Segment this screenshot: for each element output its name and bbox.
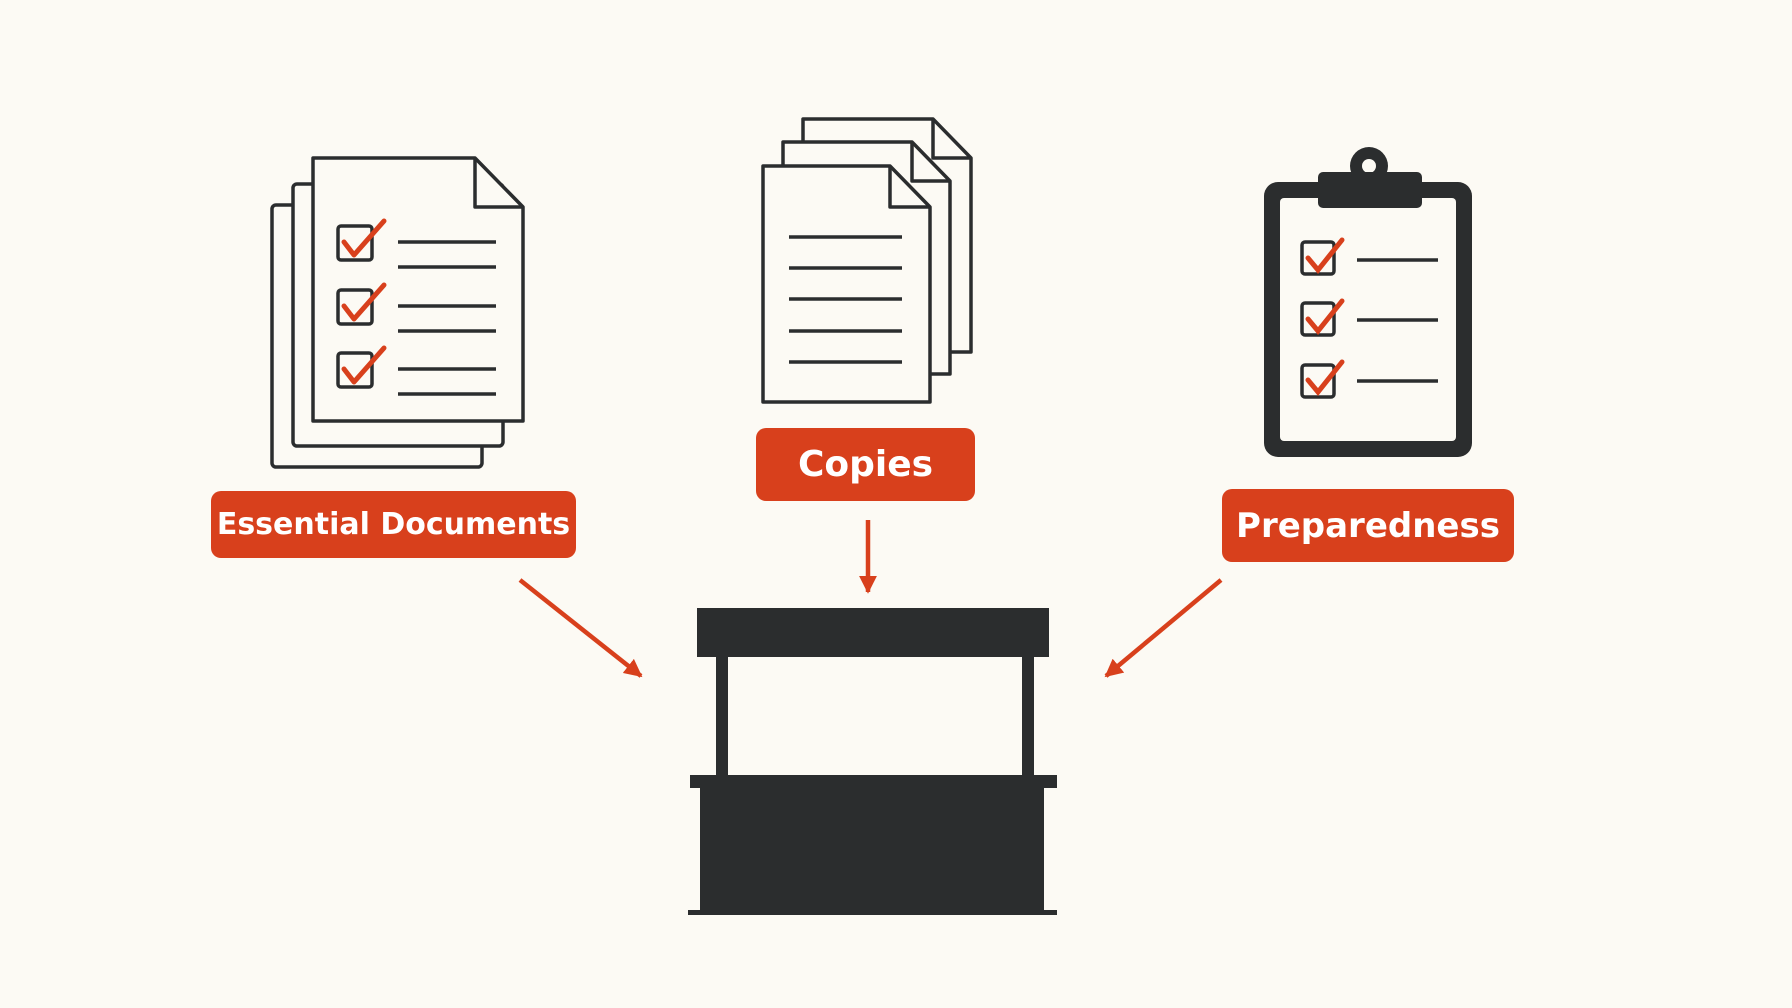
essential-documents-label: Essential Documents [211,491,576,558]
arrow-prep-to-counter [1104,578,1223,678]
checkbox-row-3 [336,345,496,396]
checkbox-row-1 [336,218,496,269]
stacked-copies-icon [761,117,973,404]
checkbox-row-2 [336,282,496,333]
arrow-essential-to-counter [518,578,643,678]
preparedness-label: Preparedness [1222,489,1514,562]
counter-desk-icon [688,608,1057,915]
stacked-checklist-documents-icon [270,156,525,469]
clipboard-checklist-icon [1264,147,1472,457]
copies-label: Copies [756,428,975,501]
